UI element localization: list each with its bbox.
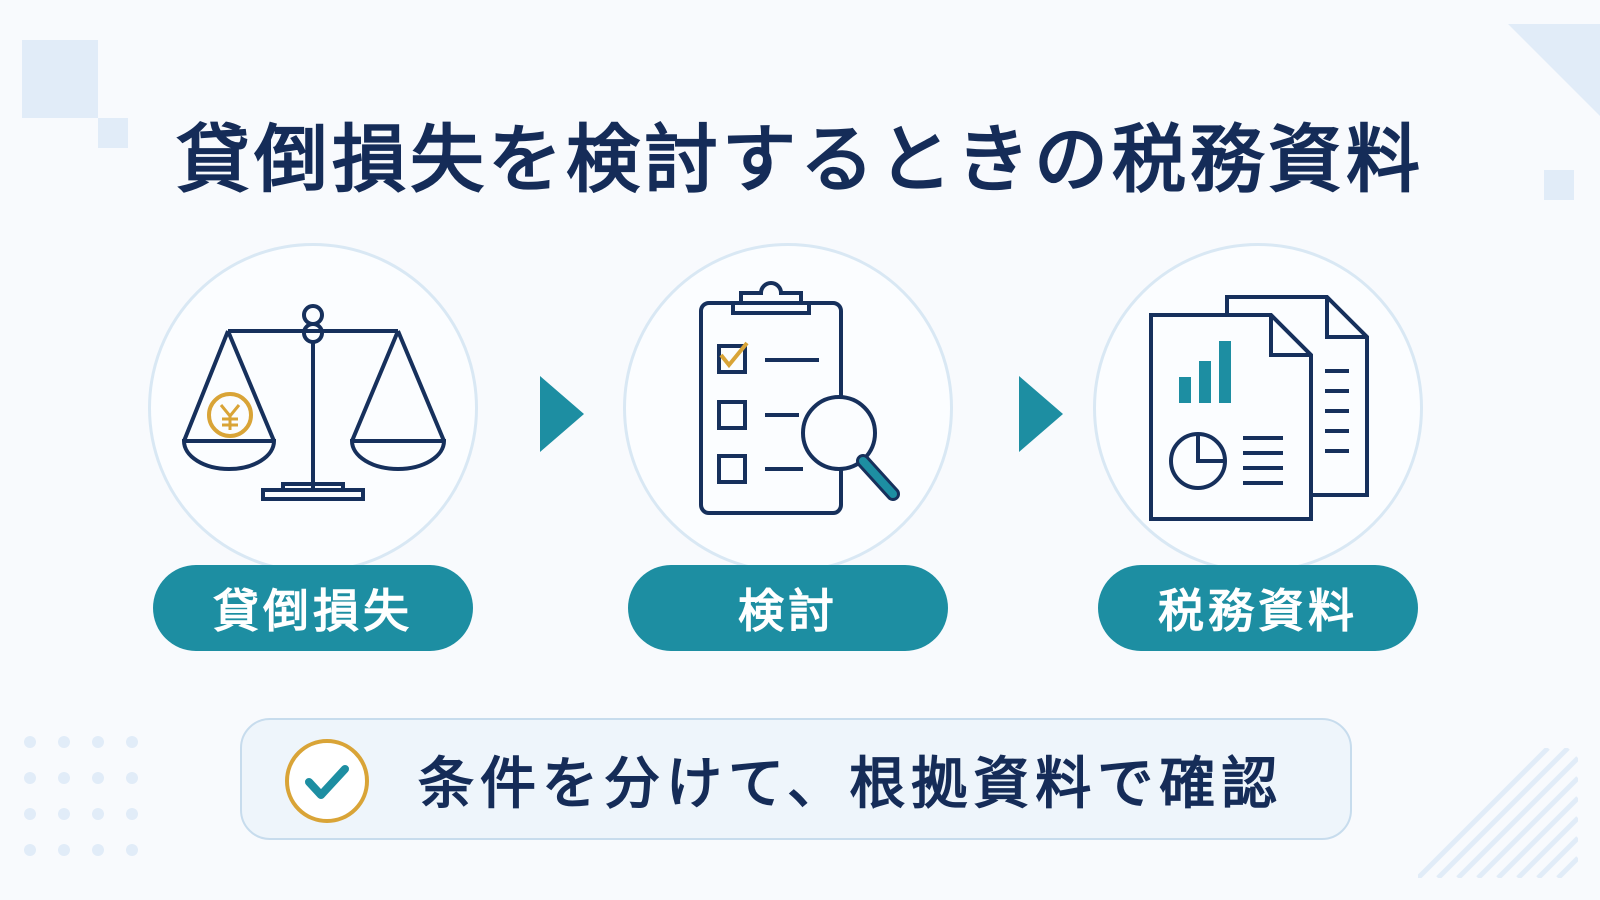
step-icon-circle [623, 243, 953, 573]
summary-banner: 条件を分けて、根拠資料で確認 [240, 718, 1352, 840]
step-card-bad-debt: 貸倒損失 [148, 243, 478, 653]
decor-square [22, 40, 98, 118]
step-label-review: 検討 [628, 565, 948, 651]
step-label-tax-documents: 税務資料 [1098, 565, 1418, 651]
triangle-right-arrow-icon [1019, 376, 1063, 452]
decor-square [1544, 170, 1574, 200]
step-label-bad-debt: 貸倒損失 [153, 565, 473, 651]
check-circle-icon [285, 739, 369, 823]
step-card-review: 検討 [623, 243, 953, 653]
decor-dot-grid [24, 736, 138, 856]
decor-stripes [1418, 748, 1578, 878]
step-card-tax-documents: 税務資料 [1093, 243, 1423, 653]
page-title: 貸倒損失を検討するときの税務資料 [176, 117, 1424, 203]
balance-scale-yen-icon [181, 304, 447, 501]
triangle-right-arrow-icon [540, 376, 584, 452]
clipboard-checklist-magnifier-icon [699, 281, 900, 515]
decor-square [98, 118, 128, 148]
documents-chart-icon [1149, 295, 1369, 521]
decor-triangle [1508, 24, 1600, 116]
summary-text: 条件を分けて、根拠資料で確認 [418, 751, 1284, 817]
